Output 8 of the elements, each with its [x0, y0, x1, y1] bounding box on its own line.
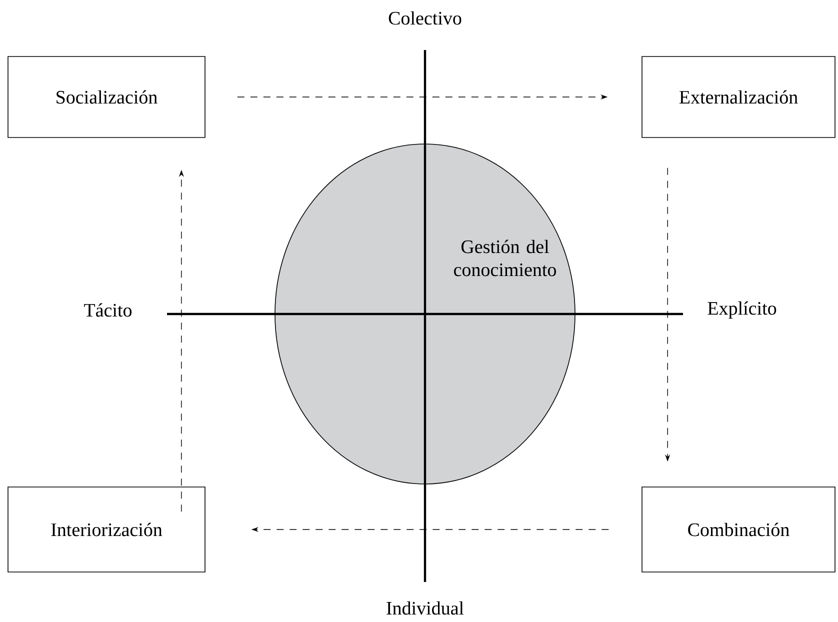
axis-label: Tácito [84, 303, 132, 317]
axis-label: Individual [386, 601, 464, 615]
concept-box: Externalización [642, 56, 836, 138]
concept-box: Socialización [8, 56, 206, 138]
concept-box: Combinación [642, 486, 836, 572]
concept-box: Interiorización [8, 486, 206, 572]
axis-label: Explícito [708, 301, 776, 319]
axis-label: Colectivo [388, 11, 462, 25]
